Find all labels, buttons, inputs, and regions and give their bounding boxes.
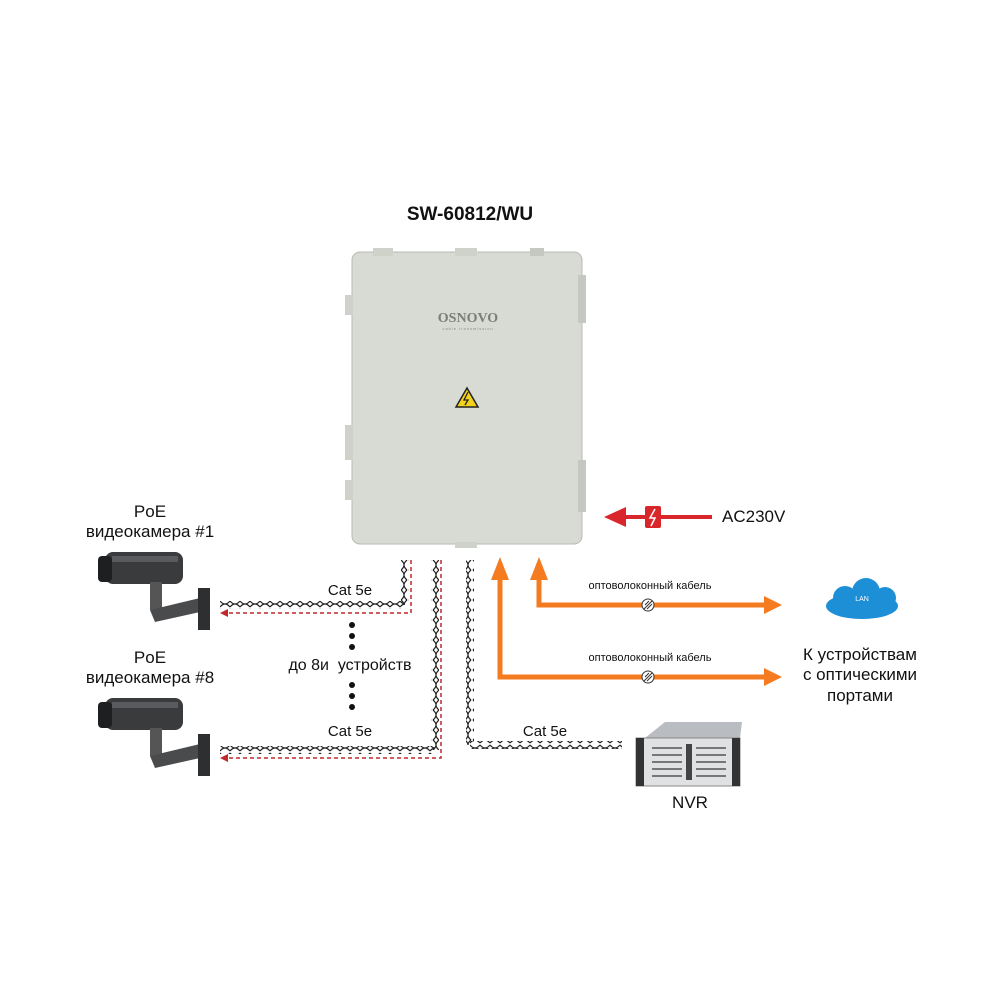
device-title: SW-60812/WU xyxy=(406,204,534,225)
cable-camera-1 xyxy=(220,560,412,617)
power-label: AC230V xyxy=(722,507,786,526)
optical-devices-label: К устройствам с оптическими портами xyxy=(780,645,940,706)
camera-8-line1: PoE xyxy=(133,648,167,667)
optical-line2: с оптическими xyxy=(802,665,918,685)
camera-1-line1: PoE xyxy=(133,502,167,521)
lan-cloud-icon xyxy=(826,578,898,619)
camera-8-label: PoE видеокамера #8 xyxy=(50,648,250,689)
fiber-label-1: оптоволоконный кабель xyxy=(588,580,712,592)
cable-label-nvr: Cat 5e xyxy=(522,723,568,740)
devices-note: до 8и устройств xyxy=(288,657,412,674)
fiber-cable-1 xyxy=(530,557,782,614)
high-voltage-warning-icon xyxy=(454,386,480,408)
nvr-image xyxy=(635,722,742,787)
cable-label-cam8: Cat 5e xyxy=(327,723,373,740)
brand-tagline: cable transmission xyxy=(442,326,494,331)
cable-nvr xyxy=(466,560,622,749)
camera-1-line2: видеокамера #1 xyxy=(85,522,215,542)
power-arrow xyxy=(604,506,712,528)
nvr-label: NVR xyxy=(672,793,708,812)
lightning-icon xyxy=(645,506,661,528)
brand-logo: OSNOVO xyxy=(437,311,499,326)
camera-8-line2: видеокамера #8 xyxy=(85,668,215,688)
camera-1-label: PoE видеокамера #1 xyxy=(50,502,250,543)
fiber-cable-2 xyxy=(491,557,782,686)
camera-8-image xyxy=(98,698,210,776)
optical-line1: К устройствам xyxy=(803,645,917,664)
cable-camera-8 xyxy=(220,560,442,762)
dots xyxy=(349,622,355,710)
switch-enclosure xyxy=(345,248,586,548)
lan-label: LAN xyxy=(855,596,869,603)
camera-1-image xyxy=(98,552,210,630)
optical-line3: портами xyxy=(827,685,893,705)
fiber-label-2: оптоволоконный кабель xyxy=(588,652,712,664)
cable-label-cam1: Cat 5e xyxy=(327,582,373,599)
